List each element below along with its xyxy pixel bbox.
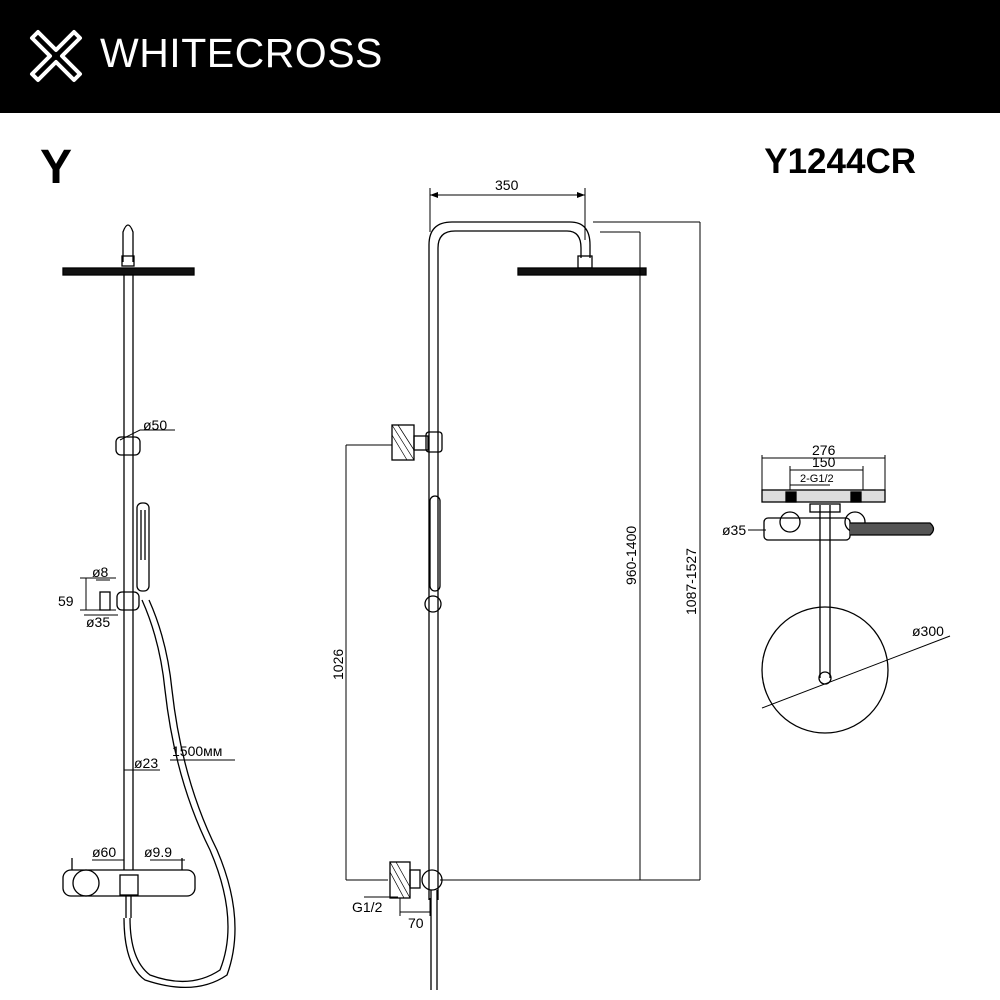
label-body-diameter: ø35 — [722, 522, 746, 538]
label-offset-70: 70 — [408, 915, 424, 931]
brand-name: WHITECROSS — [100, 30, 383, 76]
label-hose-length: 1500мм — [172, 743, 222, 759]
label-thread: G1/2 — [352, 899, 383, 915]
label-height-59: 59 — [58, 593, 74, 609]
label-bracket-diameter: ø35 — [86, 614, 110, 630]
label-connections: 2-G1/2 — [800, 473, 834, 485]
header-bar: WHITECROSS — [0, 0, 1000, 113]
side-view — [345, 188, 701, 990]
label-mixer-diameter: ø60 — [92, 844, 116, 860]
label-width-150: 150 — [812, 454, 836, 470]
label-rod-diameter: ø23 — [134, 755, 158, 771]
cross-logo-icon — [30, 30, 82, 82]
label-pin-diameter: ø8 — [92, 564, 109, 580]
top-view — [748, 455, 951, 734]
label-arm-length: 350 — [495, 177, 519, 193]
front-view — [62, 224, 236, 989]
label-height-1026: 1026 — [330, 649, 346, 680]
label-height-range-2: 1087-1527 — [683, 548, 699, 615]
model-code: Y1244CR — [764, 142, 916, 181]
label-height-range-1: 960-1400 — [623, 526, 639, 585]
label-head-diameter: ø300 — [912, 623, 944, 639]
label-holder-diameter: ø50 — [143, 417, 167, 433]
label-width-276: 276 — [812, 442, 836, 458]
series-letter: Y — [40, 141, 73, 194]
label-handle-diameter: ø9.9 — [144, 844, 172, 860]
